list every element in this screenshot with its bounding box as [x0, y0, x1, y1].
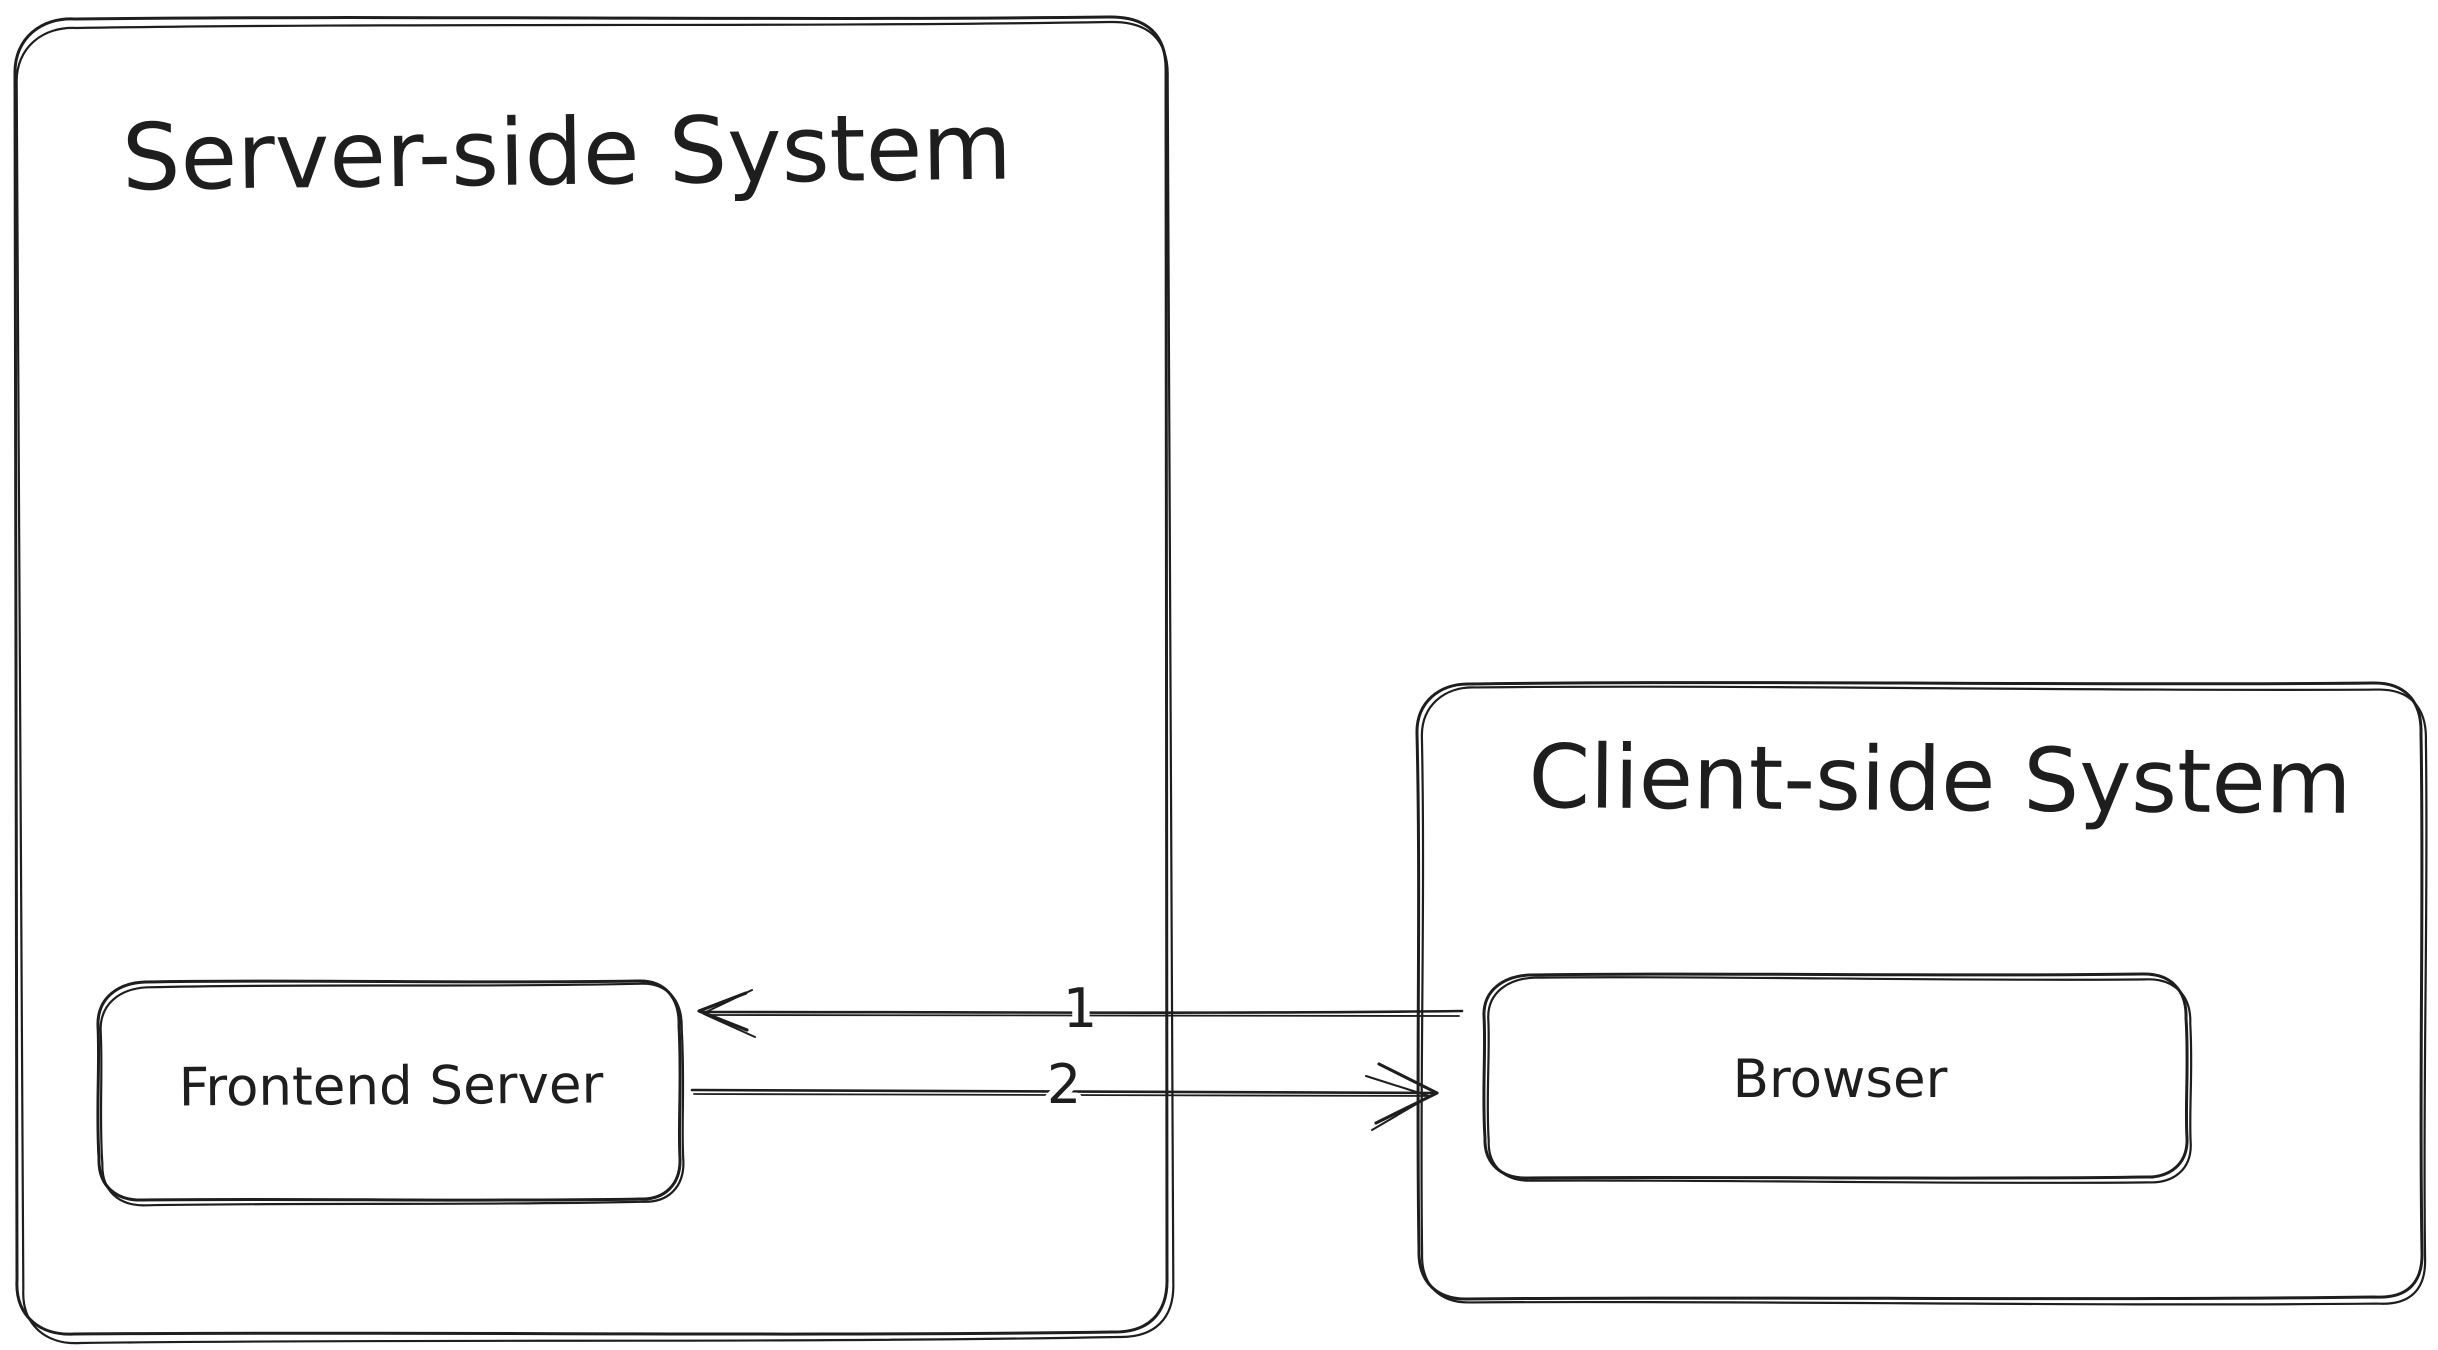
arrow-2-line — [690, 1088, 1439, 1095]
server-system-box-outline — [13, 15, 1169, 1336]
browser-box-outline-2 — [1486, 976, 2193, 1184]
arrow-1-line — [701, 1009, 1464, 1014]
arrow-2-head-icon-2 — [1365, 1075, 1430, 1131]
server-system-box — [13, 15, 1175, 1345]
client-system-box-outline-2 — [1420, 685, 2428, 1306]
frontend-server-box-outline — [96, 979, 682, 1202]
client-system-box-outline — [1415, 681, 2424, 1301]
arrow-2-head-icon — [1374, 1062, 1439, 1125]
arrow-2-line-2 — [693, 1092, 1432, 1097]
arrow-2 — [690, 1062, 1439, 1131]
frontend-server-box — [96, 979, 685, 1207]
client-system-title: Client-side System — [1528, 725, 2352, 834]
arrow-1-head-icon — [697, 991, 749, 1032]
client-system-box — [1415, 681, 2428, 1306]
arrow-1-head-icon-2 — [703, 989, 756, 1038]
server-system-title: Server-side System — [121, 94, 1012, 212]
browser-label: Browser — [1733, 1049, 1948, 1110]
browser-box-outline — [1482, 972, 2189, 1180]
arrow-1-label: 1 — [1063, 977, 1097, 1040]
frontend-server-label: Frontend Server — [178, 1055, 603, 1119]
frontend-server-box-outline-2 — [99, 982, 685, 1207]
server-system-box-outline-2 — [15, 20, 1175, 1345]
browser-box — [1482, 972, 2193, 1184]
arrow-2-label: 2 — [1047, 1053, 1081, 1116]
